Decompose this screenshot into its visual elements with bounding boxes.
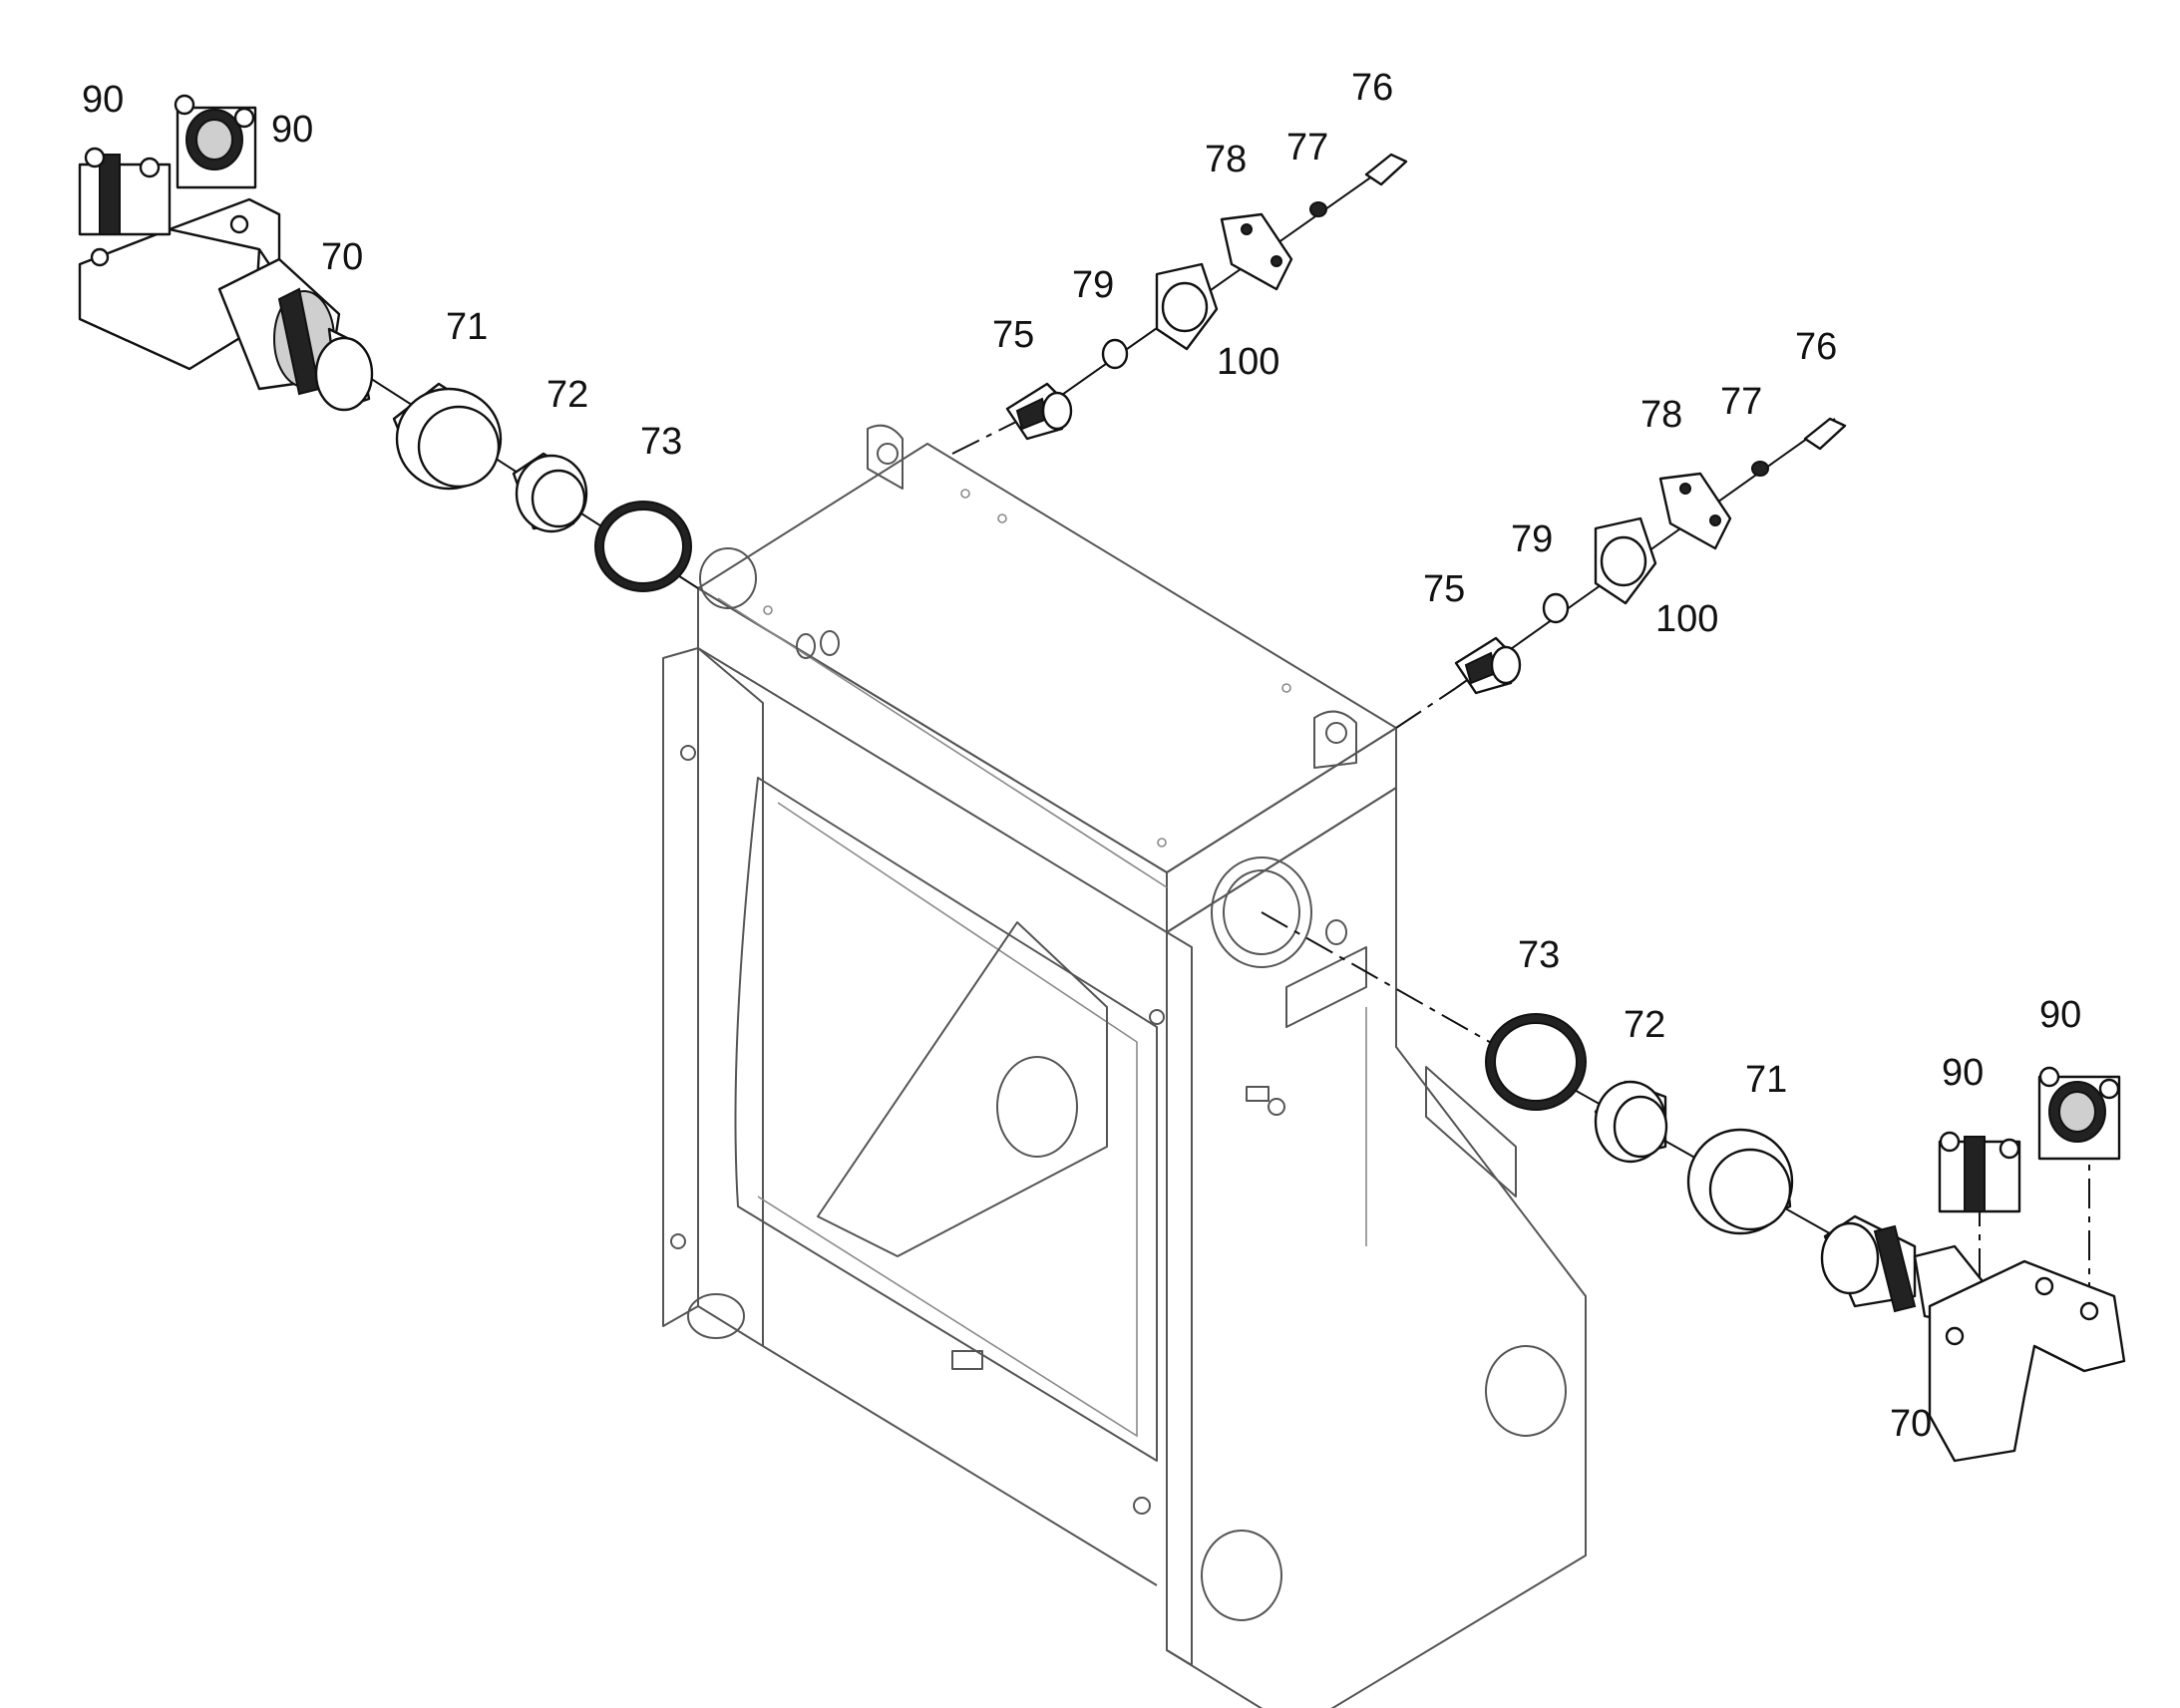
cover-plate-mid-right bbox=[1658, 472, 1732, 550]
callout-gasket: 100 bbox=[1655, 598, 1718, 640]
callout-fitting: 75 bbox=[992, 314, 1034, 356]
bushing-large-top-left bbox=[392, 382, 503, 491]
callout-washer: 77 bbox=[1286, 127, 1328, 169]
washer-top-center bbox=[1309, 201, 1327, 217]
screw-top-center bbox=[1364, 153, 1408, 186]
callouts-top-center: 75 79 100 78 77 76 bbox=[992, 67, 1393, 383]
bracket-top-left-b bbox=[174, 94, 257, 189]
callout-o-ring: 79 bbox=[1072, 264, 1114, 306]
yoke-pin-bottom-right bbox=[1820, 1214, 2126, 1463]
callout-gasket: 100 bbox=[1217, 341, 1279, 383]
callouts-top-left: 90 90 70 71 72 73 bbox=[82, 79, 682, 463]
callout-bracket-b: 90 bbox=[271, 109, 313, 151]
callout-bracket-a: 90 bbox=[1942, 1052, 1984, 1094]
callouts-mid-right: 75 79 100 78 77 76 bbox=[1423, 326, 1837, 640]
fitting-mid-right bbox=[1454, 636, 1522, 695]
o-ring-mid-right bbox=[1542, 592, 1570, 624]
callout-cover-plate: 78 bbox=[1640, 394, 1682, 436]
callout-yoke-pin: 70 bbox=[321, 236, 363, 278]
gasket-top-center bbox=[1155, 262, 1219, 351]
callout-bushing-large: 71 bbox=[446, 306, 488, 348]
bushing-small-top-left bbox=[512, 452, 588, 533]
callout-washer: 77 bbox=[1720, 381, 1762, 423]
callout-bushing-small: 72 bbox=[546, 374, 588, 416]
fitting-top-center bbox=[1005, 382, 1073, 441]
bracket-bottom-right-b bbox=[2037, 1066, 2121, 1161]
callout-fitting: 75 bbox=[1423, 568, 1465, 610]
callout-screw: 76 bbox=[1351, 67, 1393, 109]
o-ring-top-center bbox=[1101, 338, 1129, 370]
callout-o-ring: 79 bbox=[1511, 518, 1553, 560]
callouts-bottom-right: 73 72 71 90 90 70 bbox=[1518, 934, 2081, 1445]
bracket-top-left-a bbox=[78, 147, 172, 236]
callout-screw: 76 bbox=[1795, 326, 1837, 368]
gasket-mid-right bbox=[1594, 516, 1657, 605]
bushing-small-bottom-right bbox=[1594, 1080, 1668, 1164]
main-frame bbox=[662, 424, 1587, 1708]
yoke-pin-top-left bbox=[78, 197, 374, 412]
callout-bracket-a: 90 bbox=[82, 79, 124, 121]
callout-bracket-b: 90 bbox=[2039, 994, 2081, 1036]
seal-ring-bottom-right bbox=[1485, 1013, 1587, 1111]
screw-mid-right bbox=[1803, 417, 1847, 451]
callout-cover-plate: 78 bbox=[1205, 139, 1247, 180]
bracket-bottom-right-a bbox=[1938, 1131, 2021, 1213]
callout-yoke-pin: 70 bbox=[1890, 1403, 1932, 1445]
callout-seal-ring: 73 bbox=[640, 421, 682, 463]
seal-ring-top-left bbox=[594, 501, 692, 592]
callout-bushing-large: 71 bbox=[1745, 1059, 1787, 1101]
bushing-large-bottom-right bbox=[1686, 1128, 1794, 1235]
callout-bushing-small: 72 bbox=[1624, 1004, 1665, 1046]
washer-mid-right bbox=[1751, 461, 1769, 477]
callout-seal-ring: 73 bbox=[1518, 934, 1560, 976]
cover-plate-top-center bbox=[1220, 212, 1293, 291]
